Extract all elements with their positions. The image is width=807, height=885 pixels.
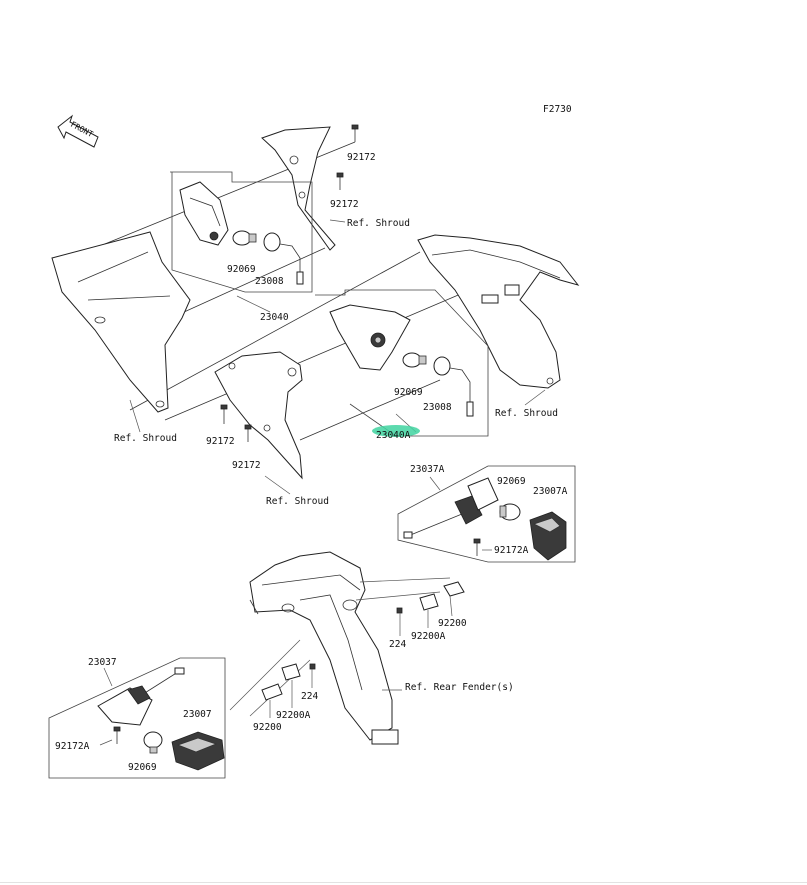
label-23040A: 23040A [376,430,411,441]
figure-code: F2730 [543,104,572,115]
label-92172-mid2: 92172 [232,460,261,471]
label-92172A-right: 92172A [494,545,529,556]
bulb-92069-rear-right [499,503,521,521]
bolt-92172-top1 [351,124,359,142]
bolt-92172-top2 [336,172,344,190]
shroud-left-panel [51,231,191,413]
turn-signal-rear-right [403,477,499,539]
label-92172-top1: 92172 [347,152,376,163]
socket-23008-right [433,356,474,417]
label-ref-shroud-right: Ref. Shroud [495,408,558,419]
reflector-92200A-left [281,663,301,681]
label-92200-right: 92200 [438,618,467,629]
label-ref-shroud-mid: Ref. Shroud [266,496,329,507]
label-92069-rear-right: 92069 [497,476,526,487]
bolt-92172A-right [473,538,481,556]
label-92069-left: 92069 [227,264,256,275]
rear-fender-bracket [249,551,399,745]
label-92069-rear-left: 92069 [128,762,157,773]
turn-signal-rear-left [97,667,185,726]
label-ref-rear-fender: Ref. Rear Fender(s) [405,682,514,693]
bulb-92069-left [232,230,257,246]
bottom-divider [0,882,807,883]
label-23037: 23037 [88,657,117,668]
nut-224-left [309,663,316,670]
bulb-92069-rear-left [143,731,163,754]
turn-signal-housing-left [179,181,229,246]
box-23040 [170,171,313,313]
lens-23007 [171,731,225,771]
label-92200A-left: 92200A [276,710,311,721]
label-92200-left: 92200 [253,722,282,733]
label-23008-left: 23008 [255,276,284,287]
label-92069-right: 92069 [394,387,423,398]
lens-23007A [529,511,567,561]
label-92172A-left: 92172A [55,741,90,752]
nut-224-right [396,607,403,614]
bolt-92172-mid1 [220,404,228,424]
label-92200A-right: 92200A [411,631,446,642]
front-arrow-icon: FRONT [57,114,99,148]
label-224-left: 224 [301,691,318,702]
label-ref-shroud-top: Ref. Shroud [347,218,410,229]
shroud-right-panel [417,234,580,389]
label-ref-shroud-left: Ref. Shroud [114,433,177,444]
box-23037A [397,465,576,563]
reflector-plate-92200-left [261,683,283,701]
label-92172-top2: 92172 [330,199,359,210]
socket-23008-left [263,232,304,285]
bolt-92172-mid2 [244,424,252,442]
label-92172-mid1: 92172 [206,436,235,447]
label-23008-right: 23008 [423,402,452,413]
bulb-92069-right [402,352,427,368]
label-224-right: 224 [389,639,406,650]
highlight-mark [372,425,420,437]
label-23007A: 23007A [533,486,568,497]
box-23037 [48,657,226,779]
reflector-plate-92200-right [443,581,465,597]
label-23037A: 23037A [410,464,445,475]
label-23007: 23007 [183,709,212,720]
reflector-92200A-right [419,593,439,611]
bolt-92172A-left [113,726,121,744]
upper-bracket-top [261,126,336,251]
turn-signal-housing-right [329,304,411,371]
label-23040: 23040 [260,312,289,323]
